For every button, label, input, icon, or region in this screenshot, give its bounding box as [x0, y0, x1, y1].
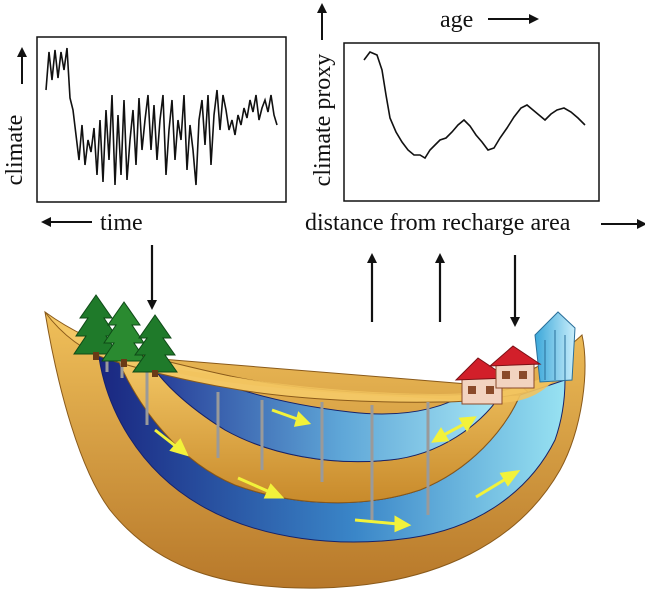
left-plot-frame: [36, 36, 287, 203]
flow-arrow-icon: [237, 476, 285, 499]
right-x-label: distance from recharge area: [305, 210, 571, 236]
house-icon: [488, 345, 542, 389]
house-icon: [454, 357, 510, 405]
flow-arrows: [154, 408, 521, 533]
flow-arrow-icon: [475, 470, 521, 499]
tree-icon: [101, 301, 147, 367]
proxy-distance-series: [363, 51, 586, 160]
building-icon: [534, 311, 576, 383]
connector-arrows: [147, 245, 520, 327]
aquifer-cross-section: [44, 294, 586, 589]
right-plot-frame: [343, 42, 600, 202]
left-x-label: time: [100, 210, 143, 236]
upper-sediment-cap: [112, 355, 560, 403]
right-top-label: age: [440, 7, 473, 33]
trees: [73, 294, 178, 377]
flow-arrow-icon: [154, 428, 189, 457]
left-climate-panel: climate time: [2, 36, 287, 236]
town: [454, 311, 576, 405]
well-casings: [105, 355, 430, 520]
climate-time-series: [45, 47, 278, 186]
flow-arrow-icon: [431, 416, 477, 443]
right-proxy-panel: climate proxy age distance from recharge…: [305, 3, 645, 236]
tree-icon: [132, 314, 178, 377]
left-y-label: climate: [2, 115, 28, 186]
flow-arrow-icon: [271, 408, 312, 427]
right-y-label: climate proxy: [310, 54, 336, 187]
upper-aquifer-water: [148, 361, 501, 463]
flow-arrow-icon: [354, 515, 412, 533]
